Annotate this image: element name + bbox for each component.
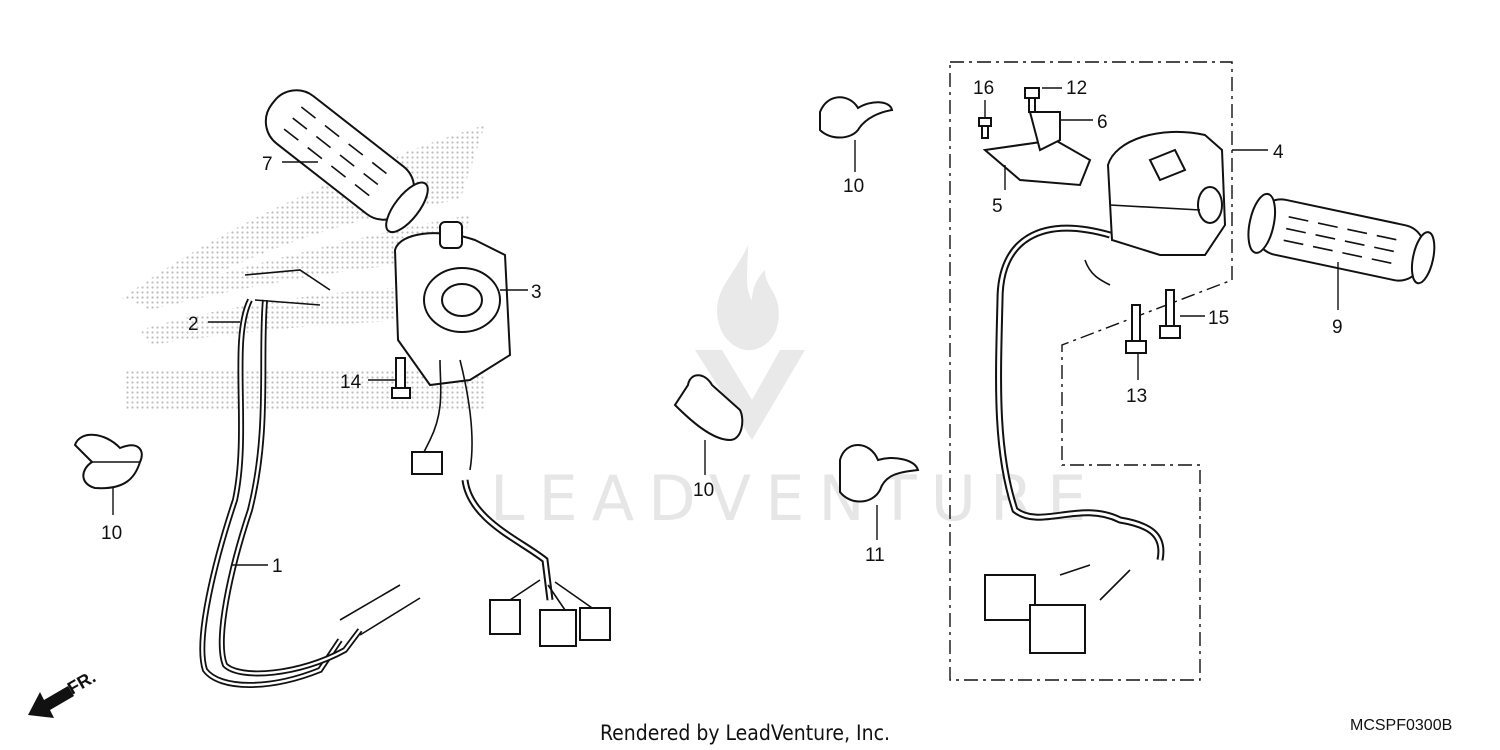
part-screw-12[interactable] xyxy=(1024,87,1040,113)
part-bolt-15[interactable] xyxy=(1159,289,1181,339)
part-clamp-11[interactable] xyxy=(839,444,920,503)
callout-3: 3 xyxy=(531,282,542,303)
part-bolt-13[interactable] xyxy=(1125,304,1147,354)
leadventure-watermark: LEADVENTURE xyxy=(490,245,1100,535)
part-switch-housing-left[interactable] xyxy=(393,221,512,475)
diagram-code: MCSPF0300B xyxy=(1350,717,1452,734)
part-throttle-cables[interactable] xyxy=(199,269,421,688)
callout-1: 1 xyxy=(272,556,283,577)
watermark-text: LEADVENTURE xyxy=(490,462,1100,535)
callout-14: 14 xyxy=(340,372,362,393)
part-bracket-5-6[interactable] xyxy=(982,111,1092,187)
callout-5: 5 xyxy=(992,196,1003,217)
callout-16: 16 xyxy=(973,78,994,99)
callout-10-left: 10 xyxy=(101,523,122,544)
v-mark-icon xyxy=(695,350,805,440)
part-clamp-10-left[interactable] xyxy=(73,433,143,490)
part-grip-right[interactable] xyxy=(1244,192,1439,290)
flame-icon xyxy=(717,245,779,351)
part-screw-16[interactable] xyxy=(978,117,992,139)
part-grip-left[interactable] xyxy=(255,79,435,238)
callout-13: 13 xyxy=(1126,386,1147,407)
callout-6: 6 xyxy=(1097,112,1108,133)
callout-10-top: 10 xyxy=(843,176,864,197)
callout-9: 9 xyxy=(1332,317,1343,338)
callout-12: 12 xyxy=(1066,78,1087,99)
arrow-down-left-icon xyxy=(28,686,74,718)
callout-2: 2 xyxy=(188,314,199,335)
part-bolt-14[interactable] xyxy=(391,357,411,399)
harness-right xyxy=(984,224,1165,654)
harness-left xyxy=(461,479,611,647)
callout-10-center: 10 xyxy=(693,480,714,501)
rendered-by-text: Rendered by LeadVenture, Inc. xyxy=(600,721,890,745)
callout-4: 4 xyxy=(1273,142,1284,163)
callout-11: 11 xyxy=(865,545,885,566)
part-clamp-10-center[interactable] xyxy=(673,374,744,442)
part-clamp-10-top[interactable] xyxy=(819,96,894,139)
assembly-boundary xyxy=(949,61,1233,681)
part-switch-housing-right[interactable] xyxy=(1084,130,1227,286)
callout-7: 7 xyxy=(262,154,273,175)
callout-15: 15 xyxy=(1208,308,1229,329)
callout-labels: 1 2 3 4 5 6 7 9 10 10 10 11 12 13 14 15 … xyxy=(101,78,1343,577)
leader-lines xyxy=(112,87,1339,566)
front-indicator: FR. xyxy=(28,667,99,718)
